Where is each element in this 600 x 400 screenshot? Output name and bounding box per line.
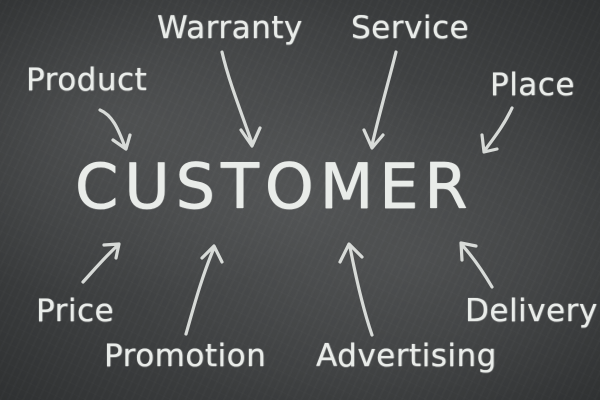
word-advertising: Advertising: [316, 338, 497, 374]
arrow-place: [480, 106, 514, 154]
customer-heading: CUSTOMER: [75, 150, 474, 224]
word-delivery: Delivery: [465, 293, 598, 329]
arrow-service: [362, 50, 398, 150]
arrow-product: [98, 108, 132, 151]
word-promotion: Promotion: [104, 338, 267, 374]
word-price: Price: [36, 293, 115, 329]
word-warranty: Warranty: [157, 10, 303, 46]
arrow-advertising: [338, 242, 374, 337]
arrow-promotion: [184, 244, 224, 336]
arrow-price: [81, 242, 121, 284]
word-place: Place: [490, 67, 575, 103]
arrow-delivery: [459, 241, 494, 289]
word-product: Product: [26, 62, 148, 98]
word-service: Service: [351, 10, 470, 46]
arrow-warranty: [220, 50, 262, 148]
